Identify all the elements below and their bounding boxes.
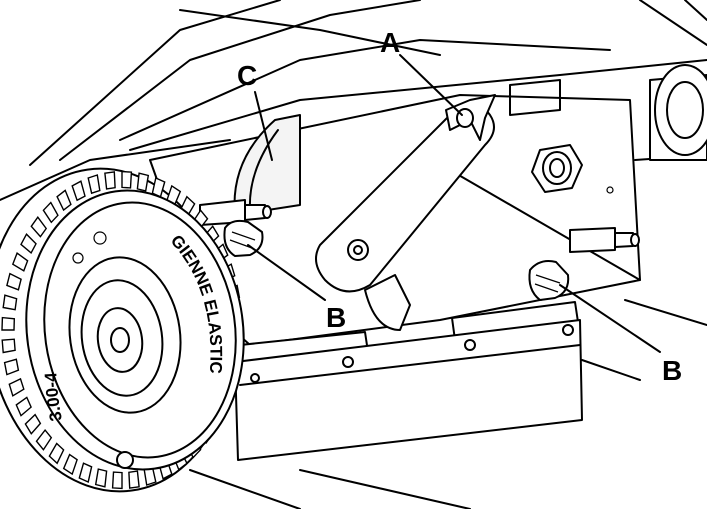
tread-block: [62, 453, 78, 476]
wheel: GIENNE ELASTIC 3.00-4: [0, 167, 245, 493]
knob-b-left: [223, 219, 264, 257]
tread-block: [35, 428, 53, 451]
skid-assembly: [189, 301, 641, 509]
tread-block: [121, 170, 133, 189]
right-stud: [569, 227, 640, 253]
tread-block: [3, 358, 20, 376]
tread-block: [48, 442, 65, 465]
tread-block: [128, 470, 140, 489]
leader-lines: [247, 54, 661, 353]
callout-b-left: B: [326, 302, 346, 333]
tread-block: [136, 172, 150, 192]
tread-block: [42, 201, 59, 224]
tread-block: [94, 468, 108, 488]
shield-c: [233, 114, 301, 216]
tread-block: [6, 272, 22, 291]
tread-block: [1, 316, 16, 331]
tread-block: [2, 294, 18, 311]
center-nut: [531, 144, 583, 193]
tread-block: [30, 216, 48, 238]
tread-block: [78, 462, 93, 483]
callout-a: A: [380, 27, 400, 58]
tread-block: [111, 471, 123, 490]
tread-block: [104, 171, 116, 190]
tread-block: [1, 338, 16, 354]
tread-block: [8, 377, 25, 397]
tread-block: [87, 174, 101, 195]
tread-block: [15, 396, 32, 417]
tread-block: [56, 189, 72, 212]
tread-block: [20, 233, 37, 254]
callout-b-right: B: [662, 355, 682, 386]
tread-block: [71, 180, 86, 202]
pivot-housing: [509, 64, 707, 194]
tread-block: [24, 413, 42, 435]
tread-block: [11, 251, 29, 272]
callout-c: C: [237, 60, 257, 91]
upper-housing: [0, 0, 707, 201]
linkage-arm: [315, 102, 495, 331]
